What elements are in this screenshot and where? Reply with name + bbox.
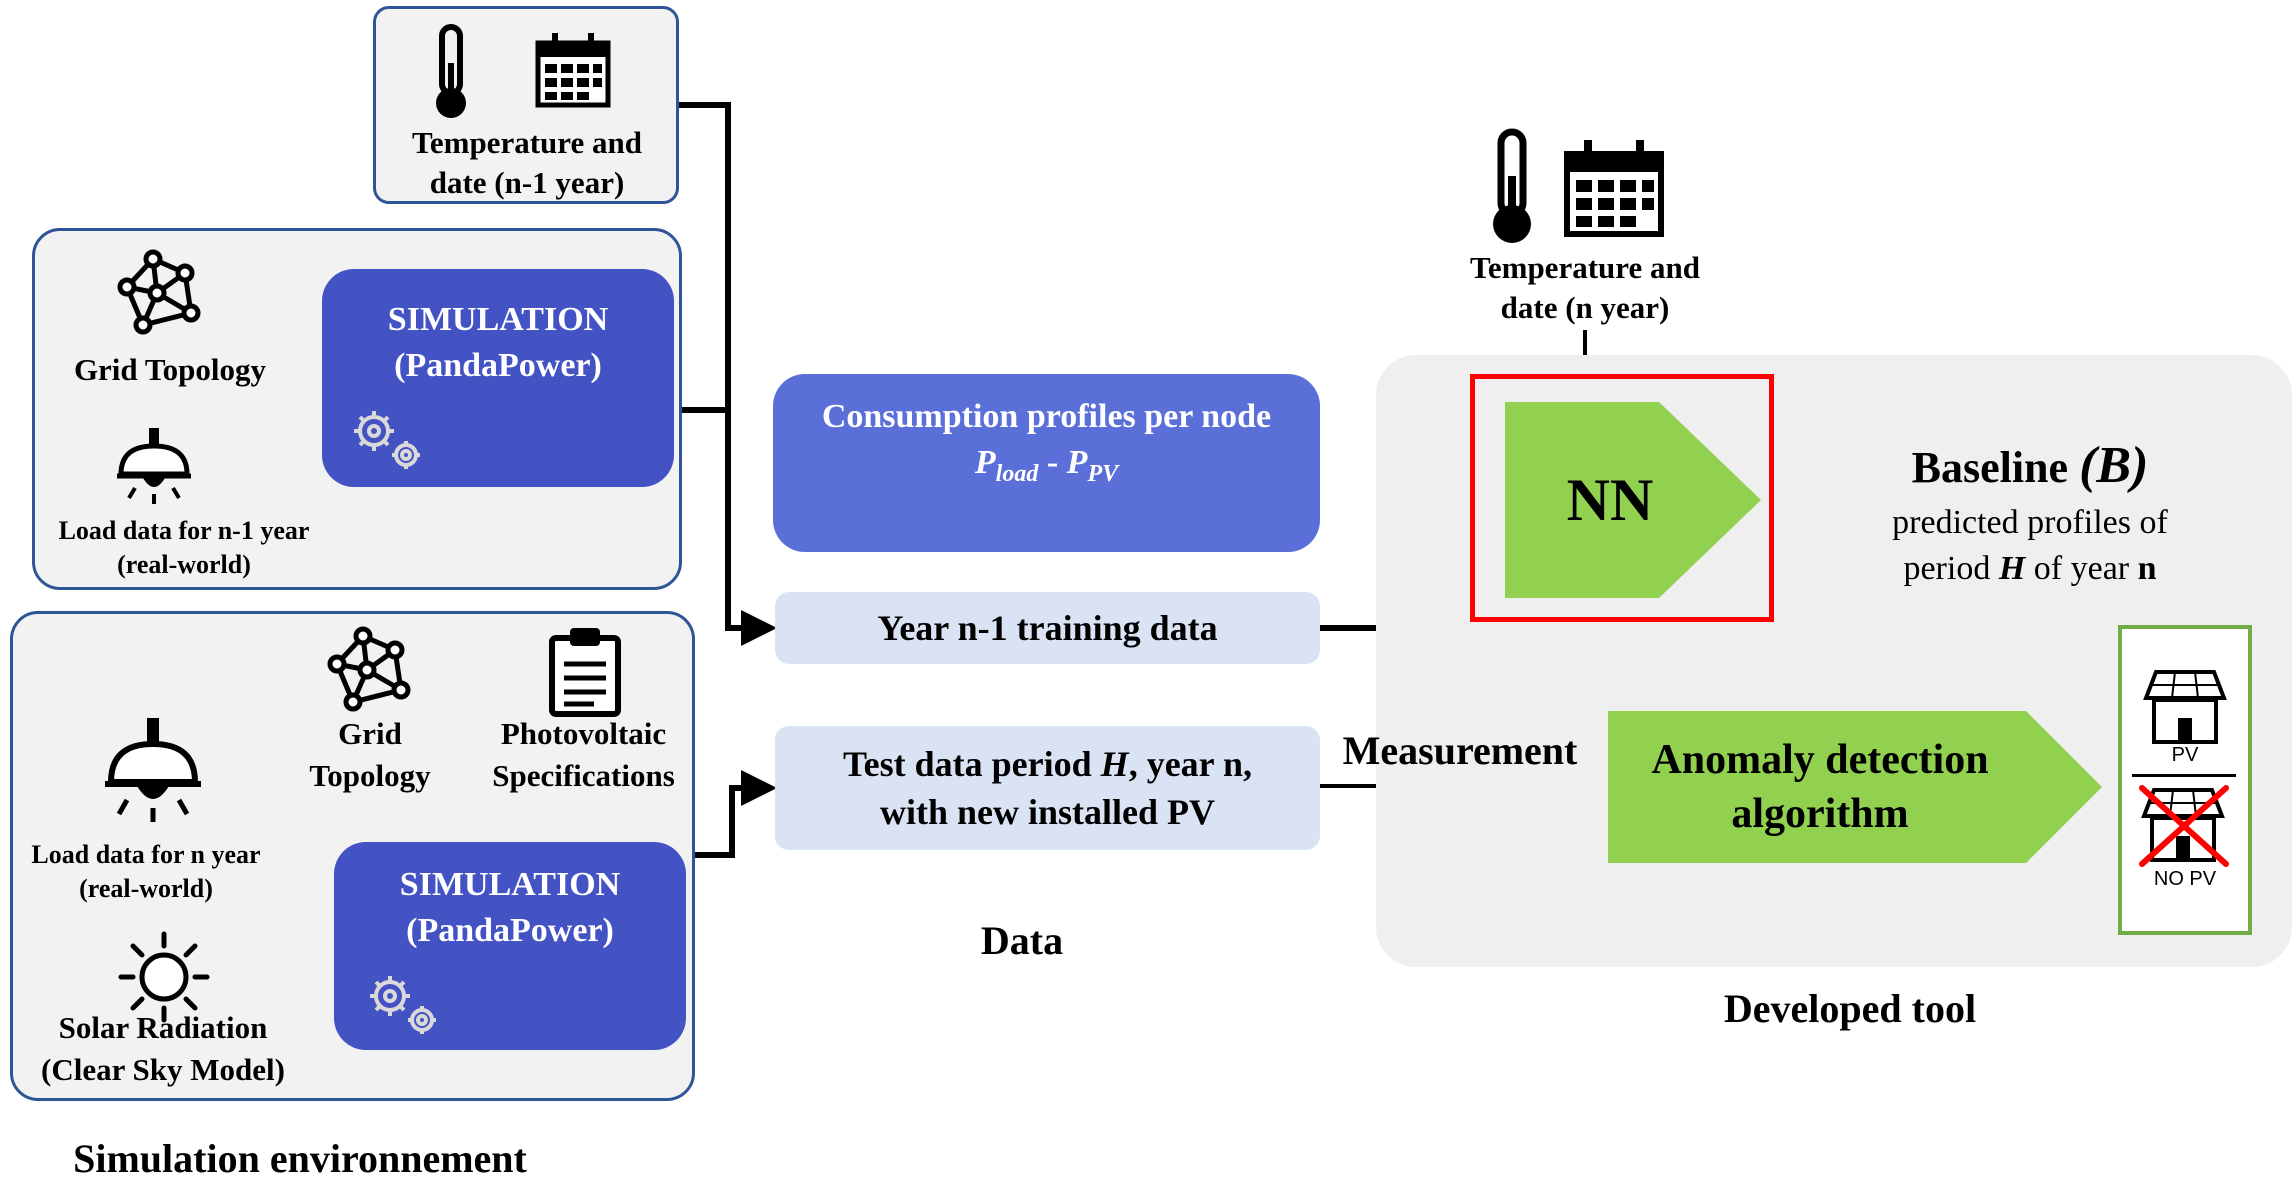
temperature-prev-label: Temperature and date (n-1 year)	[412, 125, 642, 200]
clipboard-icon	[549, 628, 621, 717]
pv-divider	[2132, 774, 2236, 777]
simulation-subtitle-1: (PandaPower)	[394, 347, 602, 384]
consumption-profiles-box: Consumption profiles per node Pload - PP…	[773, 374, 1320, 552]
sun-icon	[118, 931, 210, 1023]
grid-topology-label-1: Grid Topology	[73, 352, 267, 387]
simulation-title-2: SIMULATION	[399, 866, 621, 903]
baseline-line-1: predicted profiles of	[1892, 504, 2168, 541]
baseline-line-2: period H of year n	[1903, 550, 2157, 587]
calendar-icon	[535, 33, 611, 108]
pv-label: PV	[2171, 744, 2199, 766]
gears-icon-1	[354, 411, 420, 469]
network-topology-icon-2	[327, 626, 411, 712]
temperature-n-label: Temperature and date (n year)	[1470, 250, 1700, 325]
simulation-box-1: Grid Topology Load data for n-1 year (re…	[32, 228, 682, 590]
simulation-box-2: Grid Topology Photovoltaic Specification…	[10, 611, 695, 1101]
solar-radiation-label: Solar Radiation (Clear Sky Model)	[41, 1010, 285, 1087]
test-data-line-2: with new installed PV	[879, 792, 1216, 832]
test-data-box: Test data period H, year n, with new ins…	[775, 726, 1320, 850]
measurement-label: Measurement	[1342, 728, 1578, 773]
nn-highlight-frame	[1470, 374, 1774, 622]
consumption-title: Consumption profiles per node	[821, 398, 1272, 435]
anomaly-detection-label: Anomaly detection algorithm	[1651, 737, 1989, 837]
calendar-icon-n	[1564, 140, 1664, 237]
baseline-title: Baseline (B)	[1911, 437, 2149, 494]
load-data-label-2: Load data for n year (real-world)	[31, 840, 261, 903]
thermometer-icon	[436, 24, 466, 118]
lamp-icon-1	[117, 428, 191, 504]
nn-label: NN	[1566, 467, 1654, 533]
anomaly-detection-node	[1608, 711, 2102, 863]
training-data-label: Year n-1 training data	[877, 608, 1218, 648]
load-data-label-1: Load data for n-1 year (real-world)	[58, 516, 310, 579]
simulation-node-2: SIMULATION (PandaPower)	[334, 842, 686, 1050]
simulation-node-1: SIMULATION (PandaPower)	[322, 269, 674, 487]
lamp-icon-2	[105, 718, 201, 822]
thermometer-icon-n	[1493, 128, 1531, 243]
training-data-box: Year n-1 training data	[775, 592, 1320, 664]
gears-icon-2	[370, 976, 436, 1034]
test-data-line-1: Test data period H, year n,	[842, 744, 1253, 784]
temperature-prev-box: Temperature and date (n-1 year)	[373, 6, 679, 204]
no-pv-label: NO PV	[2153, 868, 2217, 890]
simulation-subtitle-2: (PandaPower)	[406, 912, 614, 949]
nn-node	[1505, 402, 1761, 598]
simulation-title-1: SIMULATION	[387, 301, 609, 338]
pv-specs-label: Photovoltaic Specifications	[492, 716, 675, 793]
grid-topology-label-2: Grid Topology	[309, 716, 431, 793]
simulation-environment-label: Simulation environnement	[73, 1136, 527, 1181]
house-solar-icon	[2143, 670, 2227, 744]
data-section-label: Data	[980, 918, 1064, 963]
house-no-solar-icon	[2139, 785, 2229, 867]
consumption-formula: Pload - PPV	[974, 444, 1119, 487]
developed-tool-label: Developed tool	[1723, 986, 1977, 1031]
network-topology-icon	[117, 249, 201, 335]
